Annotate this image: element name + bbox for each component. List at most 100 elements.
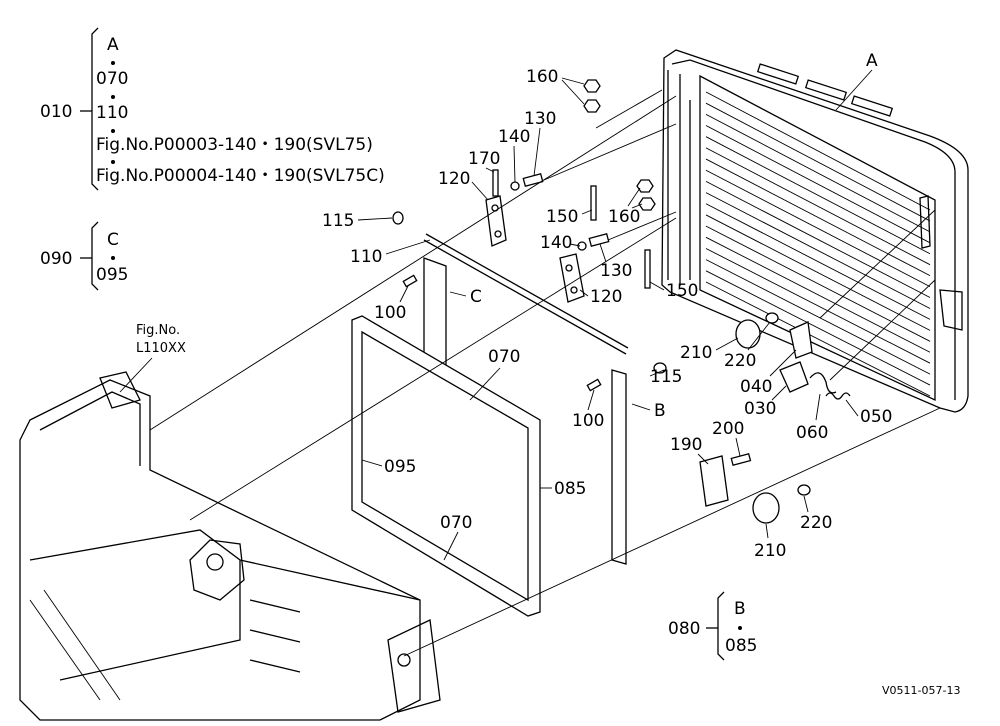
callout-220: 220 xyxy=(800,513,832,533)
frame-070 xyxy=(351,315,541,617)
latch-hardware xyxy=(699,312,851,524)
grille-slat xyxy=(705,91,931,211)
bolt-200 xyxy=(730,453,752,467)
grille-slat xyxy=(705,136,931,255)
drawing-code: V0511-057-13 xyxy=(882,684,960,697)
group-010-ref: 010 xyxy=(40,102,72,122)
grille-slat xyxy=(705,169,931,287)
hinge-hole xyxy=(565,264,573,272)
grille-inner-rim xyxy=(671,59,956,400)
group-010-dot xyxy=(111,61,115,65)
screw-100-lower xyxy=(586,378,602,392)
callout-leader xyxy=(627,187,641,207)
callout-160: 160 xyxy=(608,207,640,227)
callout-100: 100 xyxy=(374,303,406,323)
callout-160: 160 xyxy=(526,67,558,87)
grille-slats xyxy=(705,91,931,397)
grille-slot xyxy=(804,79,848,101)
callout-220: 220 xyxy=(724,351,756,371)
callout-leader xyxy=(399,285,409,303)
callout-leader xyxy=(649,281,665,291)
body-pivot xyxy=(206,553,224,571)
callout-085: 085 xyxy=(554,479,586,499)
callout-120: 120 xyxy=(438,169,470,189)
callout-leader xyxy=(715,337,739,351)
nut-160 xyxy=(583,79,601,93)
callout-070: 070 xyxy=(488,347,520,367)
grille-slat xyxy=(705,259,931,375)
assembly-lines xyxy=(149,89,941,657)
body-hatch xyxy=(43,589,121,701)
grille-core xyxy=(699,74,936,402)
callout-leader xyxy=(581,209,593,215)
callout-leader xyxy=(765,523,769,539)
callout-200: 200 xyxy=(712,419,744,439)
hinge-rod-110-edge xyxy=(423,239,627,355)
callout-leader xyxy=(471,181,489,201)
body-hatch xyxy=(29,599,101,701)
callout-leader xyxy=(533,127,541,177)
figref-line1: Fig.No. xyxy=(136,323,180,338)
callout-110: 110 xyxy=(350,247,382,267)
callout-150: 150 xyxy=(666,281,698,301)
callout-A-leader xyxy=(835,69,873,111)
frame-inner xyxy=(361,330,529,602)
callout-B: B xyxy=(654,401,666,421)
group-080-dot xyxy=(738,626,742,630)
assembly-line xyxy=(595,89,663,129)
grille-slat xyxy=(705,158,931,277)
group-010-dot xyxy=(111,95,115,99)
nut-220-upper xyxy=(765,312,779,324)
callout-leader xyxy=(599,243,607,263)
part-callouts: 160 130 140 170 120 115 110 150 160 140 … xyxy=(119,67,960,697)
callout-140: 140 xyxy=(540,233,572,253)
callout-leader xyxy=(361,459,383,467)
group-080: 080 B 085 xyxy=(668,591,757,661)
callout-050: 050 xyxy=(860,407,892,427)
callout-030: 030 xyxy=(744,399,776,419)
group-010-dot xyxy=(111,129,115,133)
group-010-item-3: 110 xyxy=(96,103,128,123)
group-090-item-2: 095 xyxy=(96,265,128,285)
lower-hinge-bracket xyxy=(559,253,585,303)
grille-slat xyxy=(705,102,931,222)
group-090-bracket xyxy=(91,221,99,291)
callout-070: 070 xyxy=(440,513,472,533)
bracket-190 xyxy=(699,455,729,507)
callout-leader xyxy=(649,369,665,377)
cap-115-upper xyxy=(392,211,404,225)
washer-140-upper xyxy=(510,181,520,191)
callout-040: 040 xyxy=(740,377,772,397)
figref-line2: L110XX xyxy=(136,341,186,356)
callout-leader xyxy=(561,79,585,105)
callout-120: 120 xyxy=(590,287,622,307)
group-090-item-1: C xyxy=(107,230,119,250)
body-outline xyxy=(19,379,421,721)
seal-strip-B xyxy=(611,369,627,565)
callout-leader xyxy=(747,321,771,351)
grille-slat xyxy=(705,147,931,266)
callout-leader xyxy=(631,403,651,411)
grille-slat xyxy=(705,214,931,331)
callout-130: 130 xyxy=(524,109,556,129)
callout-170: 170 xyxy=(468,149,500,169)
bolt-130-upper xyxy=(522,173,544,187)
group-090: 090 C 095 xyxy=(40,221,128,291)
grille-hinge-slot xyxy=(919,195,931,249)
assembly-line xyxy=(543,123,677,181)
callout-leader xyxy=(469,367,501,401)
grille-slat xyxy=(705,248,931,364)
grille-slat xyxy=(705,113,931,233)
grille-slot xyxy=(756,63,800,85)
group-010-item-4: Fig.No.P00003-140・190(SVL75) xyxy=(96,135,373,155)
callout-095: 095 xyxy=(384,457,416,477)
group-080-ref: 080 xyxy=(668,619,700,639)
grille-slat xyxy=(705,125,931,244)
assembly-line xyxy=(607,211,677,241)
body-mount-hole xyxy=(397,653,411,667)
grille-slat xyxy=(705,181,931,298)
callout-leader xyxy=(815,393,821,421)
machine-body xyxy=(19,371,441,721)
